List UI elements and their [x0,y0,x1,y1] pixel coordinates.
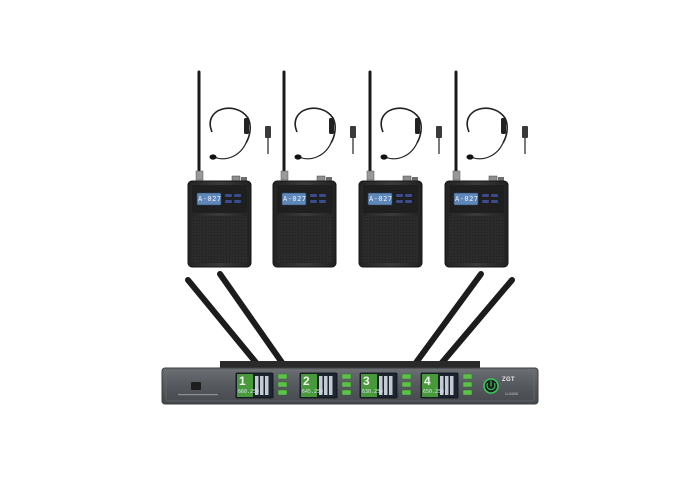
ir-window [191,382,201,390]
transmitter-display-text: A-027 [369,195,393,203]
receiver-unit [161,361,539,405]
channel-number: 1 [239,374,246,388]
channel-number: 4 [424,374,431,388]
channel-number: 2 [303,374,310,388]
headset-microphone [466,107,508,160]
receiver-antennas [185,271,515,368]
receiver-channel [235,372,288,399]
receiver-model-label: U-8400 [505,391,519,396]
channel-frequency: 650.250 [423,389,445,395]
receiver-channel [420,372,473,399]
bodypack-transmitters [187,70,528,268]
bodypack-transmitter [358,70,442,268]
headset-microphone [294,107,336,160]
headset-microphone [380,107,422,160]
receiver-channel [359,372,412,399]
channel-frequency: 645.250 [302,389,324,395]
bodypack-transmitter [272,70,356,268]
channel-frequency: 660.250 [238,389,260,395]
channel-number: 3 [363,374,370,388]
receiver-channel [299,372,352,399]
transmitter-display-text: A-027 [283,195,307,203]
headset-microphone [209,107,251,160]
transmitter-display-text: A-027 [455,195,479,203]
transmitter-display-text: A-027 [198,195,222,203]
channel-frequency: 630.250 [362,389,384,395]
receiver-brand-label: ZGT [502,377,515,383]
bodypack-transmitter [187,70,271,268]
bodypack-transmitter [444,70,528,268]
